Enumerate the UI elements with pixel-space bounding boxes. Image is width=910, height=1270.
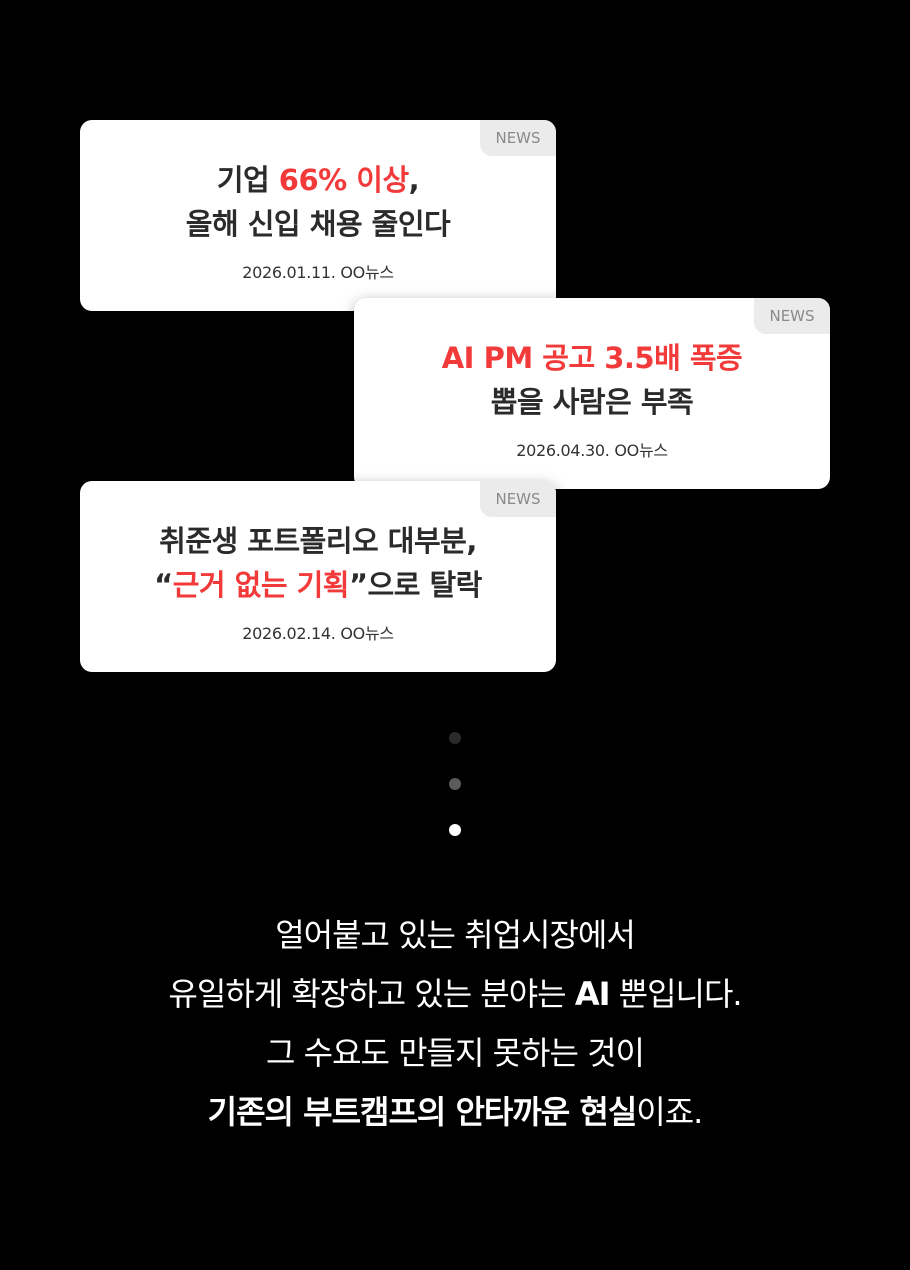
message-text: 유일하게 확장하고 있는 분야는 [168, 975, 575, 1013]
headline-line-1: 취준생 포트폴리오 대부분, [159, 524, 477, 558]
news-headline: 취준생 포트폴리오 대부분, “근거 없는 기획”으로 탈락 [80, 519, 556, 607]
news-card-3: NEWS 취준생 포트폴리오 대부분, “근거 없는 기획”으로 탈락 2026… [80, 481, 556, 672]
headline-line-1: 기업 66% 이상, [80, 158, 556, 202]
headline-line-2: 뽑을 사람은 부족 [490, 385, 694, 419]
headline-line-2: “근거 없는 기획”으로 탈락 [80, 563, 556, 607]
message-line-4: 기존의 부트캠프의 안타까운 현실이죠. [0, 1083, 910, 1142]
progress-dot-3 [449, 824, 461, 836]
headline-text: ”으로 탈락 [348, 568, 482, 602]
news-headline: AI PM 공고 3.5배 폭증 뽑을 사람은 부족 [354, 336, 830, 424]
progress-dot-2 [449, 778, 461, 790]
headline-text: , [408, 163, 420, 197]
news-card-1: NEWS 기업 66% 이상, 올해 신입 채용 줄인다 2026.01.11.… [80, 120, 556, 311]
message-line-3: 그 수요도 만들지 못하는 것이 [266, 1034, 645, 1072]
news-badge: NEWS [480, 120, 556, 156]
message-bold: 기존의 부트캠프의 안타까운 현실 [207, 1093, 638, 1131]
news-card-2: NEWS AI PM 공고 3.5배 폭증 뽑을 사람은 부족 2026.04.… [354, 298, 830, 489]
headline-highlight: 근거 없는 기획 [172, 568, 350, 602]
headline-line-2: 올해 신입 채용 줄인다 [185, 207, 451, 241]
progress-dot-1 [449, 732, 461, 744]
headline-text: “ [154, 568, 173, 602]
headline-text: 기업 [216, 163, 279, 197]
message-line-2: 유일하게 확장하고 있는 분야는 AI 뿐입니다. [0, 965, 910, 1024]
news-badge: NEWS [754, 298, 830, 334]
message-bold: AI [574, 975, 611, 1013]
headline-highlight: AI PM 공고 3.5배 폭증 [441, 341, 743, 375]
message-text: 뿐입니다. [609, 975, 743, 1013]
message-block: 얼어붙고 있는 취업시장에서 유일하게 확장하고 있는 분야는 AI 뿐입니다.… [0, 906, 910, 1142]
news-source: 2026.01.11. OO뉴스 [242, 263, 394, 282]
news-headline: 기업 66% 이상, 올해 신입 채용 줄인다 [80, 158, 556, 246]
news-badge: NEWS [480, 481, 556, 517]
message-line-1: 얼어붙고 있는 취업시장에서 [275, 916, 636, 954]
news-source: 2026.04.30. OO뉴스 [516, 441, 668, 460]
message-text: 이죠. [636, 1093, 703, 1131]
news-source: 2026.02.14. OO뉴스 [242, 624, 394, 643]
headline-highlight: 66% 이상 [278, 163, 409, 197]
